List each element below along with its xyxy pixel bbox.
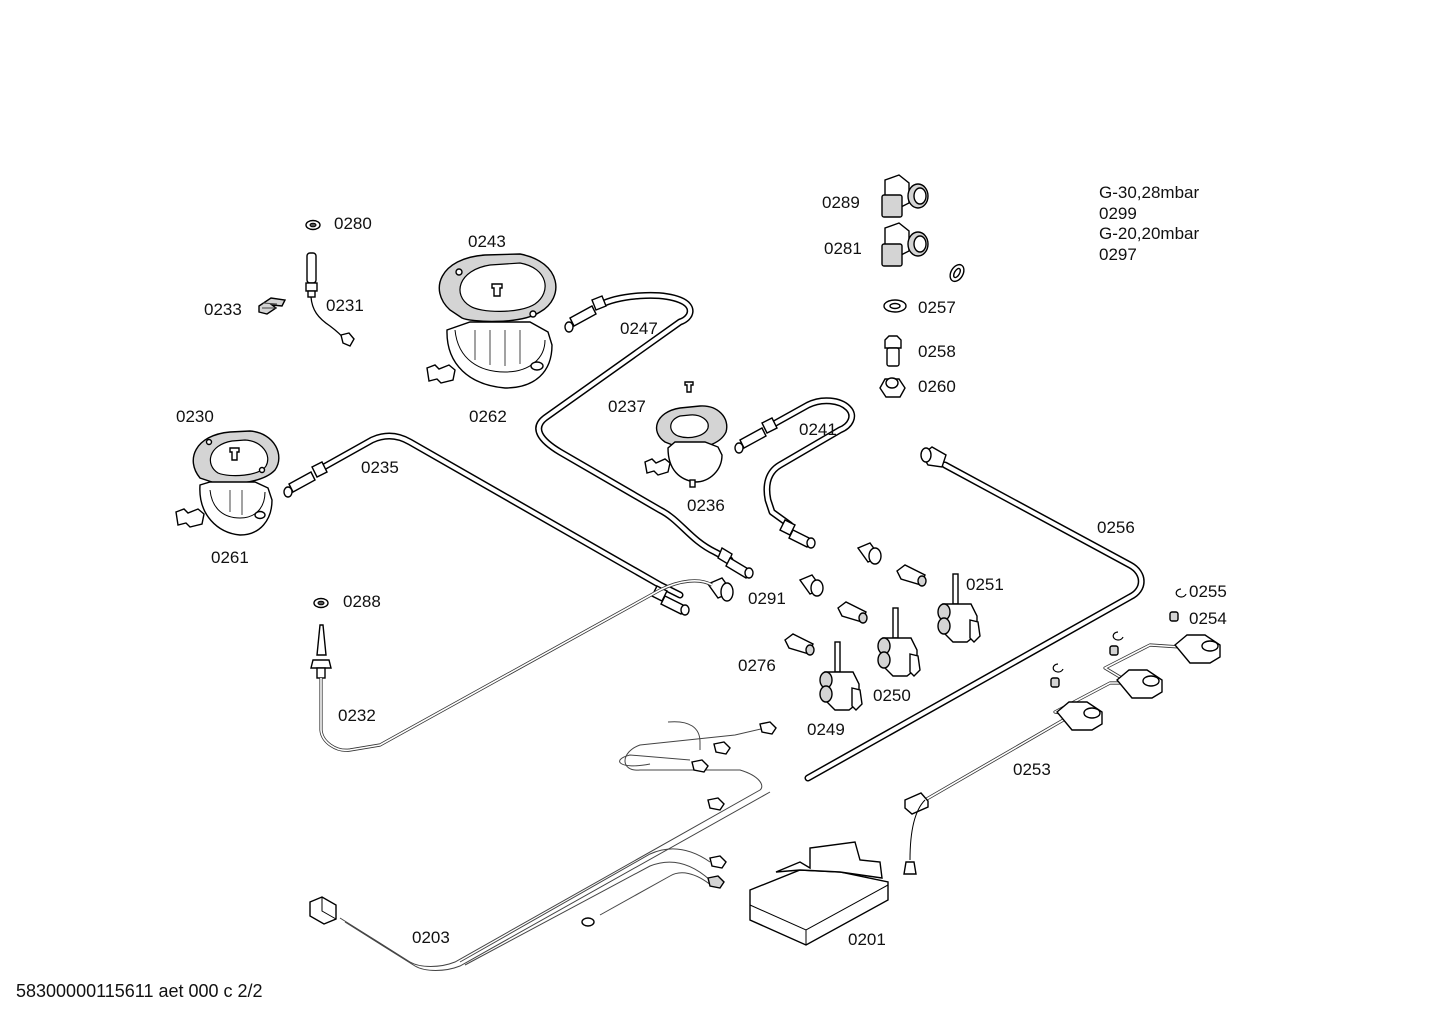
callout-0255[interactable]: 0255 [1189,582,1227,601]
part-0230-gasket[interactable] [192,430,280,485]
part-0276-injector[interactable] [784,564,927,656]
callout-0257[interactable]: 0257 [918,298,956,317]
part-0262-burner-body[interactable] [426,321,553,389]
part-0232-thermocouple[interactable] [310,579,713,752]
part-0233-clip[interactable] [258,297,287,315]
callout-0241[interactable]: 0241 [799,420,837,439]
callout-0233[interactable]: 0233 [204,300,242,319]
part-0261-burner-body[interactable] [175,481,273,536]
callout-0232[interactable]: 0232 [338,706,376,725]
gas-note-g30: G-30,28mbar [1099,183,1200,202]
part-0260-nut[interactable] [879,377,906,398]
callout-0251[interactable]: 0251 [966,575,1004,594]
part-0291-pipe-nut[interactable] [706,542,882,602]
gas-note-g20: G-20,20mbar [1099,224,1200,243]
callout-0235[interactable]: 0235 [361,458,399,477]
part-0247-gas-pipe[interactable] [535,291,754,579]
callout-0276[interactable]: 0276 [738,656,776,675]
callout-0230[interactable]: 0230 [176,407,214,426]
callout-0253[interactable]: 0253 [1013,760,1051,779]
callout-0237[interactable]: 0237 [608,397,646,416]
callout-0247[interactable]: 0247 [620,319,658,338]
callout-0203[interactable]: 0203 [412,928,450,947]
part-0249-gas-tap[interactable] [819,641,863,711]
callout-0254[interactable]: 0254 [1189,609,1227,628]
part-0250-gas-tap[interactable] [877,607,921,677]
part-0235-gas-pipe[interactable] [283,432,690,616]
part-0241-gas-pipe[interactable] [734,397,856,549]
gas-note-0297[interactable]: 0297 [1099,244,1137,264]
callout-0261[interactable]: 0261 [211,548,249,567]
part-0253-switch-harness[interactable] [903,634,1221,875]
part-0258-nozzle[interactable] [884,335,902,367]
part-0231-electrode[interactable] [305,252,355,347]
part-0255-circlip[interactable] [1052,588,1187,673]
part-0257-seal[interactable] [883,299,907,313]
part-0201-ignition-module[interactable] [749,841,889,946]
part-0280-washer[interactable] [305,219,321,231]
callout-0249[interactable]: 0249 [807,720,845,739]
callout-0250[interactable]: 0250 [873,686,911,705]
callout-0281[interactable]: 0281 [824,239,862,258]
part-0281-elbow[interactable] [881,222,929,267]
callout-0243[interactable]: 0243 [468,232,506,251]
callout-0201[interactable]: 0201 [848,930,886,949]
part-0256-main-pipe[interactable] [804,446,1145,782]
part-seal-ring[interactable] [947,262,966,284]
part-0251-gas-tap[interactable] [937,573,981,643]
callout-0289[interactable]: 0289 [822,193,860,212]
callout-0231[interactable]: 0231 [326,296,364,315]
callout-0236[interactable]: 0236 [687,496,725,515]
callout-0260[interactable]: 0260 [918,377,956,396]
callout-0262[interactable]: 0262 [469,407,507,426]
callout-0280[interactable]: 0280 [334,214,372,233]
gas-notes: G-30,28mbar 0299 G-20,20mbar 0297 [1099,183,1199,265]
document-footer: 58300000115611 aet 000 c 2/2 [16,981,263,1001]
callout-0256[interactable]: 0256 [1097,518,1135,537]
part-0289-elbow[interactable] [881,174,929,218]
part-0288-washer[interactable] [313,597,329,609]
callout-0258[interactable]: 0258 [918,342,956,361]
part-0243-gasket[interactable] [438,253,557,323]
part-0236-burner-body[interactable] [644,441,723,488]
callout-0291[interactable]: 0291 [748,589,786,608]
gas-note-0299[interactable]: 0299 [1099,203,1137,223]
part-0203-ignition-harness[interactable] [309,721,777,971]
part-0237-gasket[interactable] [655,381,728,450]
callout-0288[interactable]: 0288 [343,592,381,611]
part-0254-spring[interactable] [1050,611,1179,688]
